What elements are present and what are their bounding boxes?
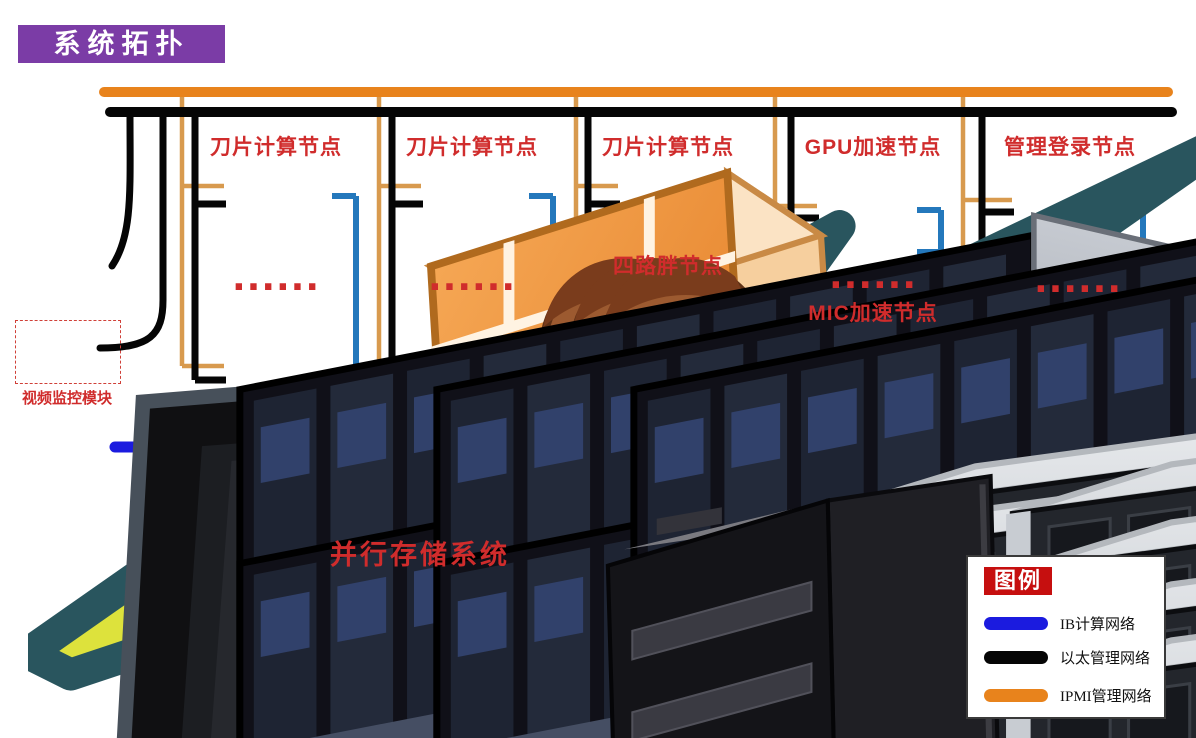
column-sublabel-fat-node: 四路胖节点 [613,255,723,278]
column-label-blade-1: 刀片计算节点 [210,136,342,159]
video-module-label: 视频监控模块 [21,390,112,407]
column-label-management: 管理登录节点 [1004,136,1136,159]
page-title: 系统拓扑 [18,25,225,63]
legend-row-ipmi: IPMI管理网络 [984,685,1152,706]
column-label-blade-2: 刀片计算节点 [406,136,538,159]
legend-label-ipmi: IPMI管理网络 [1060,689,1152,705]
legend-row-ib: IB计算网络 [984,613,1135,634]
eth-curve-to-monitor [96,110,167,352]
column-sublabel-mic: MIC加速节点 [808,302,938,325]
column-label-blade-3: 刀片计算节点 [602,136,734,159]
video-module-box [15,320,121,384]
legend-swatch-ipmi [984,689,1048,702]
legend-swatch-ib [984,617,1048,630]
legend-box: 图例 IB计算网络 以太管理网络 IPMI管理网络 [966,555,1166,719]
ellipsis-dots: ...... [231,258,321,299]
legend-row-ethernet: 以太管理网络 [984,647,1150,668]
legend-swatch-ethernet [984,651,1048,664]
legend-title: 图例 [984,567,1053,595]
ellipsis-dots: ...... [427,258,517,299]
eth-curve-to-users [108,110,134,270]
storage-label: 并行存储系统 [330,540,510,570]
legend-label-ib: IB计算网络 [1060,617,1136,633]
ellipsis-dots: ...... [828,256,918,297]
ellipsis-dots: ...... [1033,260,1123,301]
c1-ipmi-drop [179,92,224,369]
legend-label-ethernet: 以太管理网络 [1060,651,1151,667]
c1-eth-drop [191,112,226,384]
column-label-gpu: GPU加速节点 [804,136,942,159]
